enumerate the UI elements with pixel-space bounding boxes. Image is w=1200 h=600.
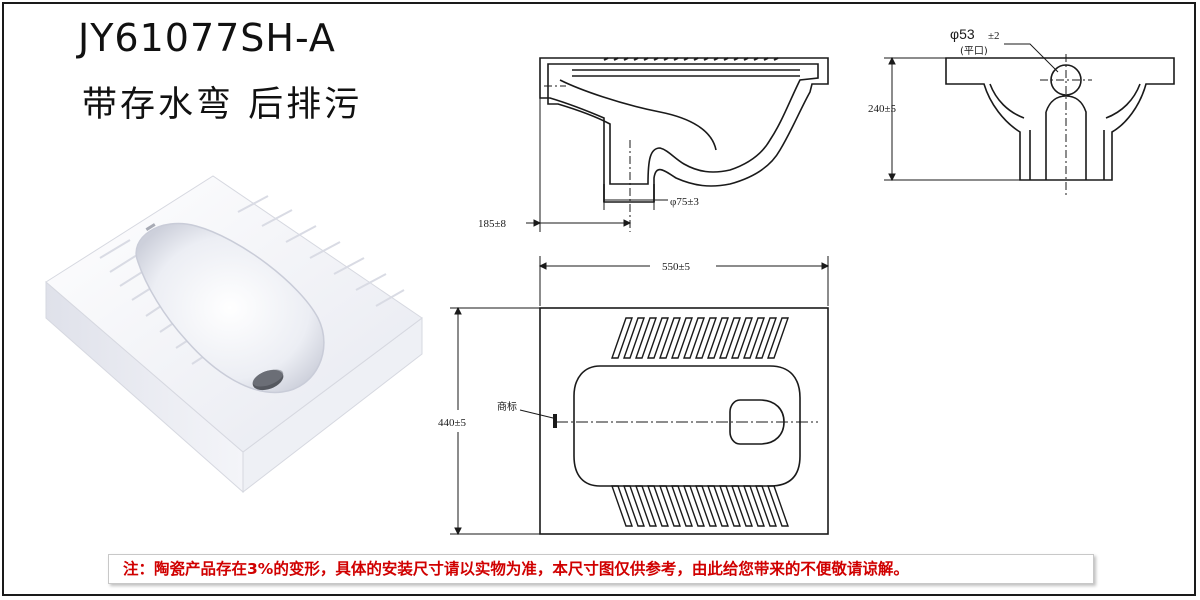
height-label: 240±5 [868,103,897,115]
length-dimension [538,256,830,306]
end-view [945,57,1175,181]
outlet-dia-label: φ53 [950,26,975,42]
logo-leader [519,409,554,419]
end-center-line [1040,54,1092,196]
side-section-view [539,57,829,203]
outlet-tol-label: ±2 [988,30,1000,42]
rough-in-dimension [526,58,632,232]
disclaimer-note: 注：陶瓷产品存在3%的变形，具体的安装尺寸请以实物为准，本尺寸图仅供参考，由此给… [108,554,1094,584]
product-subtitle: 带存水弯 后排污 [82,85,363,125]
plan-logo-marker [553,414,557,428]
width-dimension [450,306,540,536]
product-photo [45,175,423,494]
width-label: 440±5 [438,417,467,429]
model-title: JY61077SH-A [78,16,336,60]
side-center-lines [544,85,631,232]
photo-bowl [135,222,325,394]
pipe-dia-label: φ75±3 [670,196,699,208]
height-dimension [884,56,1020,182]
rough-in-label: 185±8 [478,218,507,230]
plan-treads-bottom [611,485,789,527]
length-label: 550±5 [662,261,691,273]
outlet-note-label: (平口) [960,46,988,57]
plan-treads-top [611,317,789,359]
pipe-dia-dimension [603,199,668,210]
photo-logo-mark [145,223,156,231]
logo-label: 商标 [497,400,517,413]
side-rim-grooves [603,57,779,61]
outlet-leader [1004,43,1059,73]
